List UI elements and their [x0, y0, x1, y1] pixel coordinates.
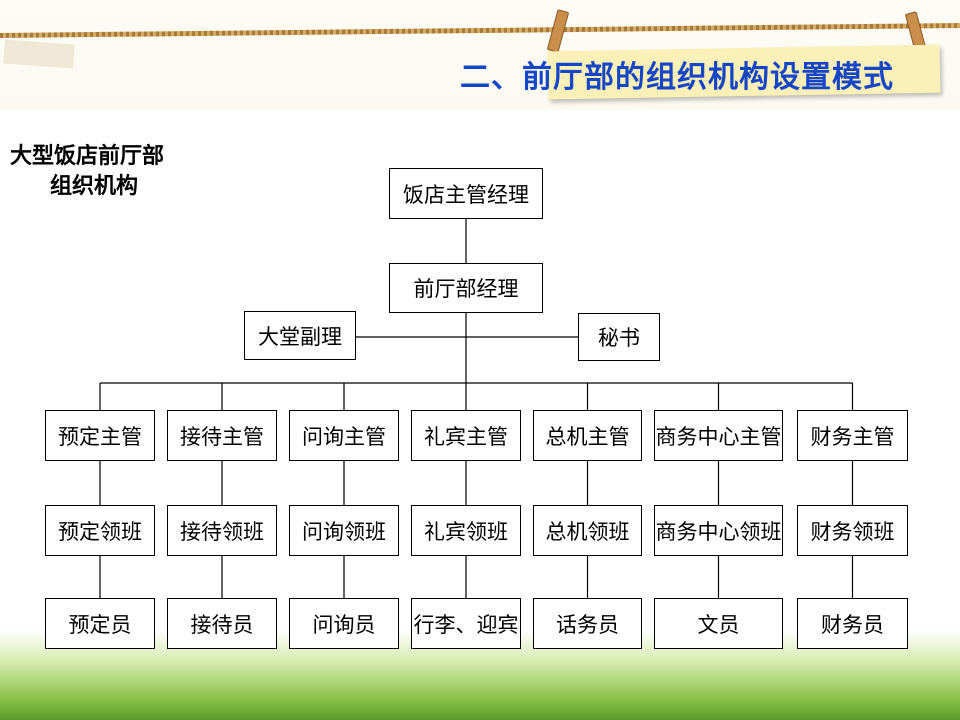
box-staff: 文员: [654, 598, 783, 649]
box-supervisor: 问询主管: [289, 410, 399, 461]
chart-subtitle: 大型饭店前厅部 组织机构: [10, 142, 164, 202]
slide-title: 二、前厅部的组织机构设置模式: [460, 60, 894, 95]
subtitle-line1: 大型饭店前厅部: [10, 144, 165, 169]
subtitle-line2: 组织机构: [50, 174, 139, 199]
box-leader: 商务中心领班: [654, 505, 783, 556]
box-staff: 预定员: [45, 598, 155, 649]
box-supervisor: 接待主管: [167, 410, 277, 461]
box-supervisor: 财务主管: [797, 410, 908, 461]
box-leader: 接待领班: [167, 505, 277, 556]
box-leader: 财务领班: [797, 505, 908, 556]
box-leader: 礼宾领班: [411, 505, 521, 556]
box-staff: 话务员: [533, 598, 642, 649]
box-staff: 接待员: [167, 598, 277, 649]
box-assistant-manager: 大堂副理: [244, 311, 356, 360]
box-supervisor: 总机主管: [533, 410, 642, 461]
box-supervisor: 商务中心主管: [654, 410, 783, 461]
box-staff: 问询员: [289, 598, 399, 649]
box-staff: 财务员: [797, 598, 908, 649]
box-supervisor: 预定主管: [45, 410, 155, 461]
box-leader: 预定领班: [45, 505, 155, 556]
box-staff: 行李、迎宾: [411, 598, 521, 649]
box-leader: 总机领班: [533, 505, 642, 556]
box-supervisor: 礼宾主管: [411, 410, 521, 461]
box-leader: 问询领班: [289, 505, 399, 556]
box-front-office-manager: 前厅部经理: [389, 263, 543, 313]
box-secretary: 秘书: [578, 313, 660, 361]
box-top-manager: 饭店主管经理: [389, 168, 543, 219]
